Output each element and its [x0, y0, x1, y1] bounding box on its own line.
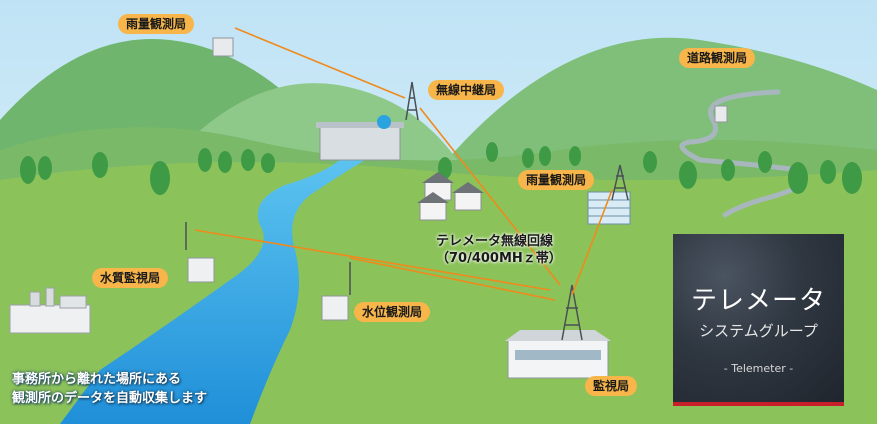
telemeter-group-panel: テレメータ システムグループ - Telemeter - — [673, 234, 844, 406]
factory — [9, 287, 91, 334]
caption-line1: 事務所から離れた場所にある — [12, 372, 182, 387]
label-relay-station: 無線中継局 — [428, 80, 505, 100]
label-water-quality-station: 水質監視局 — [92, 268, 169, 288]
river — [60, 160, 365, 424]
winding-road — [679, 89, 808, 218]
trees — [20, 142, 862, 195]
radio-link-line1: テレメータ無線回線 — [436, 234, 554, 249]
houses — [417, 172, 484, 221]
dam-dome — [377, 115, 391, 129]
caption-line2: 観測所のデータを自動収集します — [12, 391, 208, 406]
label-road-station: 道路観測局 — [679, 48, 756, 68]
dam-top — [316, 122, 404, 128]
towers — [185, 81, 629, 341]
label-rain-station-mid: 雨量観測局 — [518, 170, 595, 190]
monitoring-building — [505, 330, 611, 379]
label-water-level-station: 水位観測局 — [354, 302, 431, 322]
dam-body — [319, 124, 401, 161]
panel-title: テレメータ — [690, 286, 826, 316]
radio-links — [194, 27, 613, 301]
label-rain-station-top: 雨量観測局 — [118, 14, 195, 34]
radio-link-label: テレメータ無線回線 （70/400MHｚ帯） — [436, 233, 562, 267]
station-huts — [187, 37, 728, 321]
description-caption: 事務所から離れた場所にある 観測所のデータを自動収集します — [12, 370, 207, 408]
panel-english: - Telemeter - — [723, 362, 794, 375]
panel-subtitle: システムグループ — [699, 322, 818, 340]
radio-link-line2: （70/400MHｚ帯） — [436, 251, 562, 266]
label-monitoring-station: 監視局 — [585, 376, 638, 396]
